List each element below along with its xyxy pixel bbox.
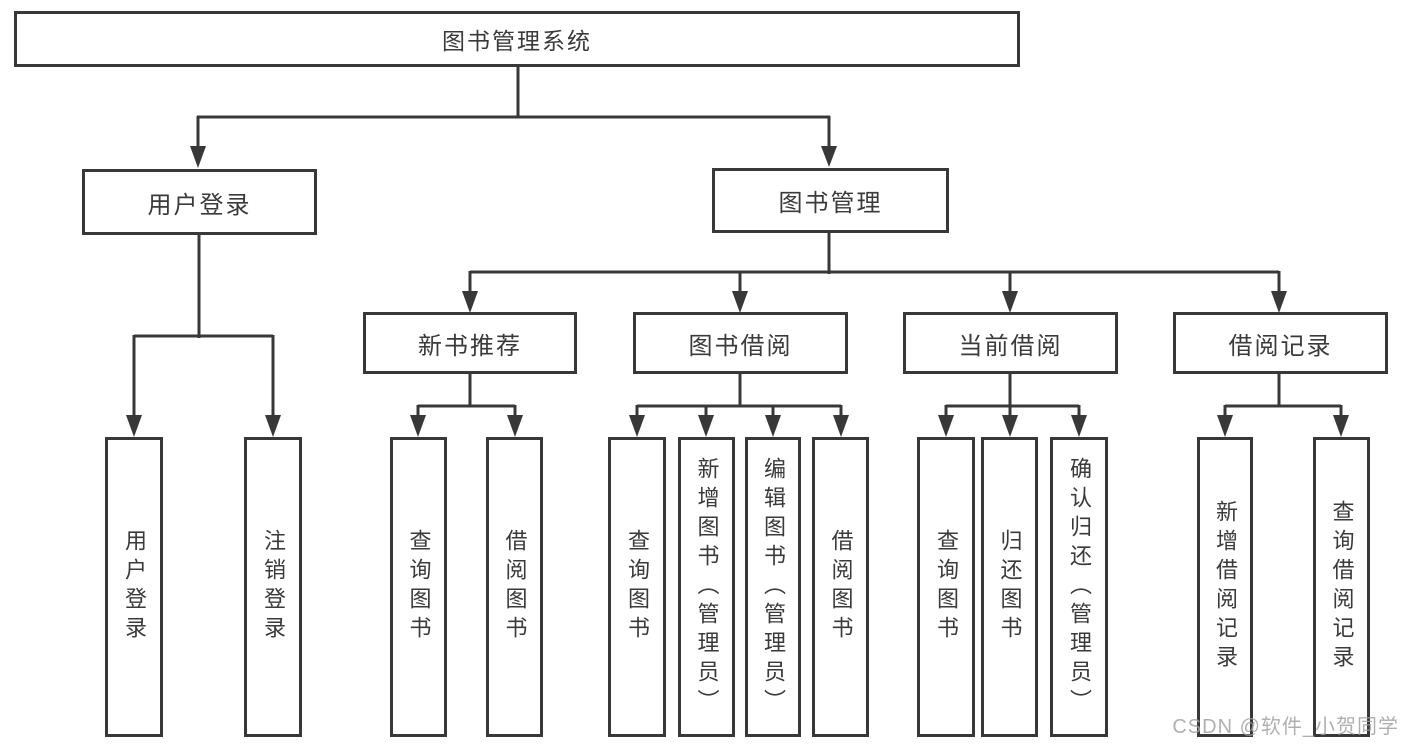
node-label: 查询图书 xyxy=(406,529,432,645)
node-book-management-system: 图书管理系统 xyxy=(14,11,1020,67)
node-label: 图书管理 xyxy=(778,190,883,217)
node-label: 用户登录 xyxy=(122,529,147,645)
leaf-borrow-books-recommend: 借阅图书 xyxy=(486,437,543,737)
leaf-user-login: 用户登录 xyxy=(105,437,163,737)
node-label: 查询借阅记录 xyxy=(1329,500,1355,674)
leaf-borrow-books: 借阅图书 xyxy=(812,437,869,737)
leaf-query-books-recommend: 查询图书 xyxy=(390,437,447,737)
node-label: 新书推荐 xyxy=(418,332,522,360)
node-label: 新增借阅记录 xyxy=(1213,500,1238,674)
node-user-login: 用户登录 xyxy=(82,169,317,235)
leaf-add-borrow-record: 新增借阅记录 xyxy=(1197,437,1253,737)
node-current-borrow: 当前借阅 xyxy=(903,312,1118,374)
leaf-confirm-return-admin: 确认归还（管理员） xyxy=(1050,437,1108,737)
node-label: 编辑图书（管理员） xyxy=(761,456,786,718)
node-label: 归还图书 xyxy=(997,529,1023,645)
node-label: 新增图书（管理员） xyxy=(694,456,720,718)
leaf-query-books-borrow: 查询图书 xyxy=(608,437,666,737)
node-label: 借阅记录 xyxy=(1228,332,1333,360)
node-label: 查询图书 xyxy=(934,529,959,645)
leaf-logout: 注销登录 xyxy=(244,437,302,737)
leaf-query-books-current: 查询图书 xyxy=(917,437,975,737)
leaf-query-borrow-record: 查询借阅记录 xyxy=(1313,437,1370,737)
csdn-watermark: CSDN @软件_小贺同学 xyxy=(1172,716,1399,738)
node-label: 用户登录 xyxy=(147,191,252,219)
node-book-borrow: 图书借阅 xyxy=(633,312,848,374)
leaf-edit-books-admin: 编辑图书（管理员） xyxy=(745,437,801,737)
leaf-add-books-admin: 新增图书（管理员） xyxy=(678,437,735,737)
node-label: 图书管理系统 xyxy=(442,28,592,54)
node-new-book-recommend: 新书推荐 xyxy=(363,312,577,374)
leaf-return-books: 归还图书 xyxy=(981,437,1038,737)
node-label: 借阅图书 xyxy=(828,529,854,645)
node-label: 查询图书 xyxy=(625,529,650,645)
node-label: 注销登录 xyxy=(261,529,286,645)
node-book-management: 图书管理 xyxy=(712,168,949,233)
node-label: 确认归还（管理员） xyxy=(1067,456,1092,718)
node-label: 当前借阅 xyxy=(958,332,1063,360)
node-label: 图书借阅 xyxy=(688,332,793,360)
node-label: 借阅图书 xyxy=(502,529,528,645)
node-borrow-records: 借阅记录 xyxy=(1173,312,1388,374)
